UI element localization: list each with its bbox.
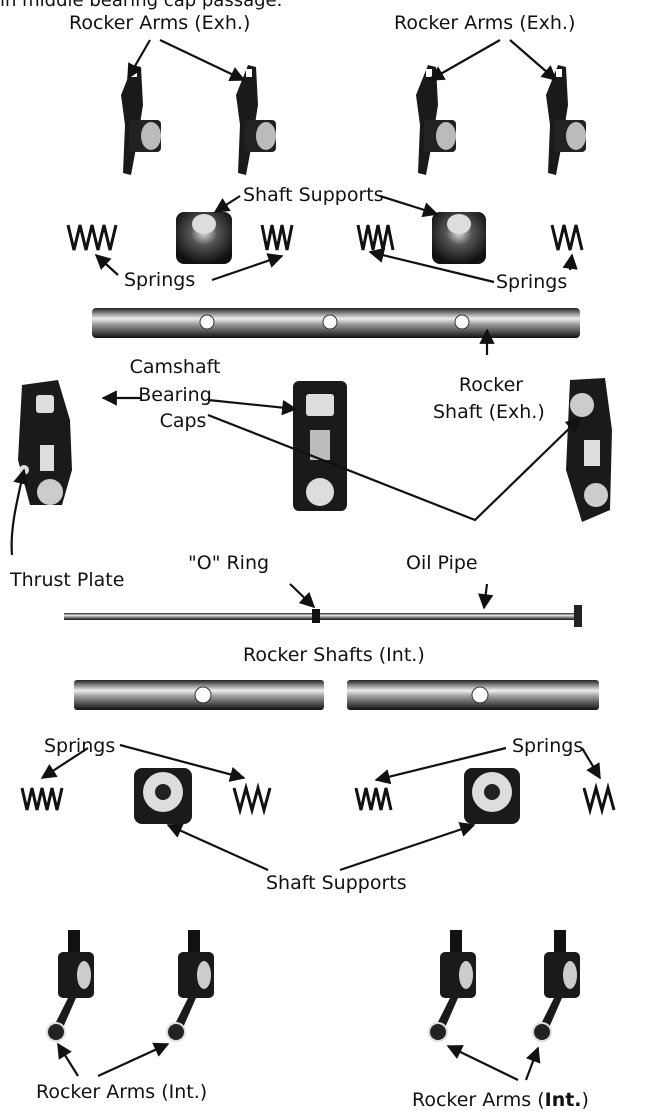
- bearing-cap-left: [18, 380, 72, 505]
- spring-bottom-4: [584, 788, 614, 810]
- label-thrust-plate: Thrust Plate: [10, 570, 124, 590]
- label-rocker-shafts-int: Rocker Shafts (Int.): [243, 645, 425, 665]
- rocker-arm-int-1: [47, 930, 94, 1041]
- label-springs-bottom-left: Springs: [44, 736, 115, 756]
- shaft-support-top-1: [176, 212, 232, 264]
- bearing-cap-right: [566, 378, 612, 522]
- spring-bottom-1: [22, 788, 62, 810]
- shaft-support-bottom-1: [134, 768, 192, 824]
- label-rocker-arms-exh-left: Rocker Arms (Exh.): [69, 13, 250, 33]
- rocker-arm-exh-2: [236, 65, 276, 175]
- shaft-support-top-2: [432, 212, 486, 264]
- bearing-cap-middle: [293, 381, 347, 511]
- rocker-shaft-exh: [92, 308, 580, 338]
- rocker-arm-exh-1: [121, 65, 161, 175]
- rocker-arm-exh-3: [416, 65, 456, 175]
- shaft-support-bottom-2: [464, 768, 520, 824]
- rocker-arm-int-4: [533, 930, 580, 1041]
- rocker-arm-int-3: [429, 930, 476, 1041]
- spring-top-4: [552, 225, 582, 250]
- label-rocker-arms-int-right: Rocker Arms (Int.): [412, 1090, 589, 1110]
- label-oil-pipe: Oil Pipe: [406, 553, 478, 573]
- spring-top-3: [358, 225, 393, 250]
- label-shaft-supports-bottom: Shaft Supports: [266, 873, 407, 893]
- label-shaft-exh: Shaft (Exh.): [433, 402, 545, 422]
- label-rocker-arms-exh-right: Rocker Arms (Exh.): [394, 13, 575, 33]
- label-springs-bottom-right: Springs: [512, 736, 583, 756]
- label-o-ring: "O" Ring: [188, 553, 269, 573]
- spring-bottom-2: [234, 788, 270, 810]
- rocker-arm-int-2: [167, 930, 214, 1041]
- caption-fragment: in middle bearing cap passage.: [0, 0, 282, 11]
- label-shaft-supports-top: Shaft Supports: [243, 185, 384, 205]
- label-caps: Caps: [128, 411, 238, 431]
- label-rocker-arms-int-right-bold: Int.: [545, 1089, 582, 1111]
- label-springs-top-left: Springs: [124, 270, 195, 290]
- rocker-arm-exh-4: [546, 65, 586, 175]
- oil-pipe: [64, 605, 582, 627]
- label-springs-top-right: Springs: [496, 272, 567, 292]
- label-camshaft: Camshaft: [120, 357, 230, 377]
- spring-top-2: [262, 225, 292, 250]
- spring-top-1: [68, 225, 116, 250]
- label-rocker-arms-int-right-suffix: ): [582, 1089, 589, 1111]
- label-rocker-arms-int-right-prefix: Rocker Arms (: [412, 1089, 545, 1111]
- label-rocker-arms-int-left: Rocker Arms (Int.): [36, 1082, 207, 1102]
- rocker-shaft-int-right: [347, 680, 599, 710]
- label-bearing: Bearing: [120, 385, 230, 405]
- rocker-shaft-int-left: [74, 680, 324, 710]
- spring-bottom-3: [356, 788, 391, 810]
- label-rocker: Rocker: [436, 375, 546, 395]
